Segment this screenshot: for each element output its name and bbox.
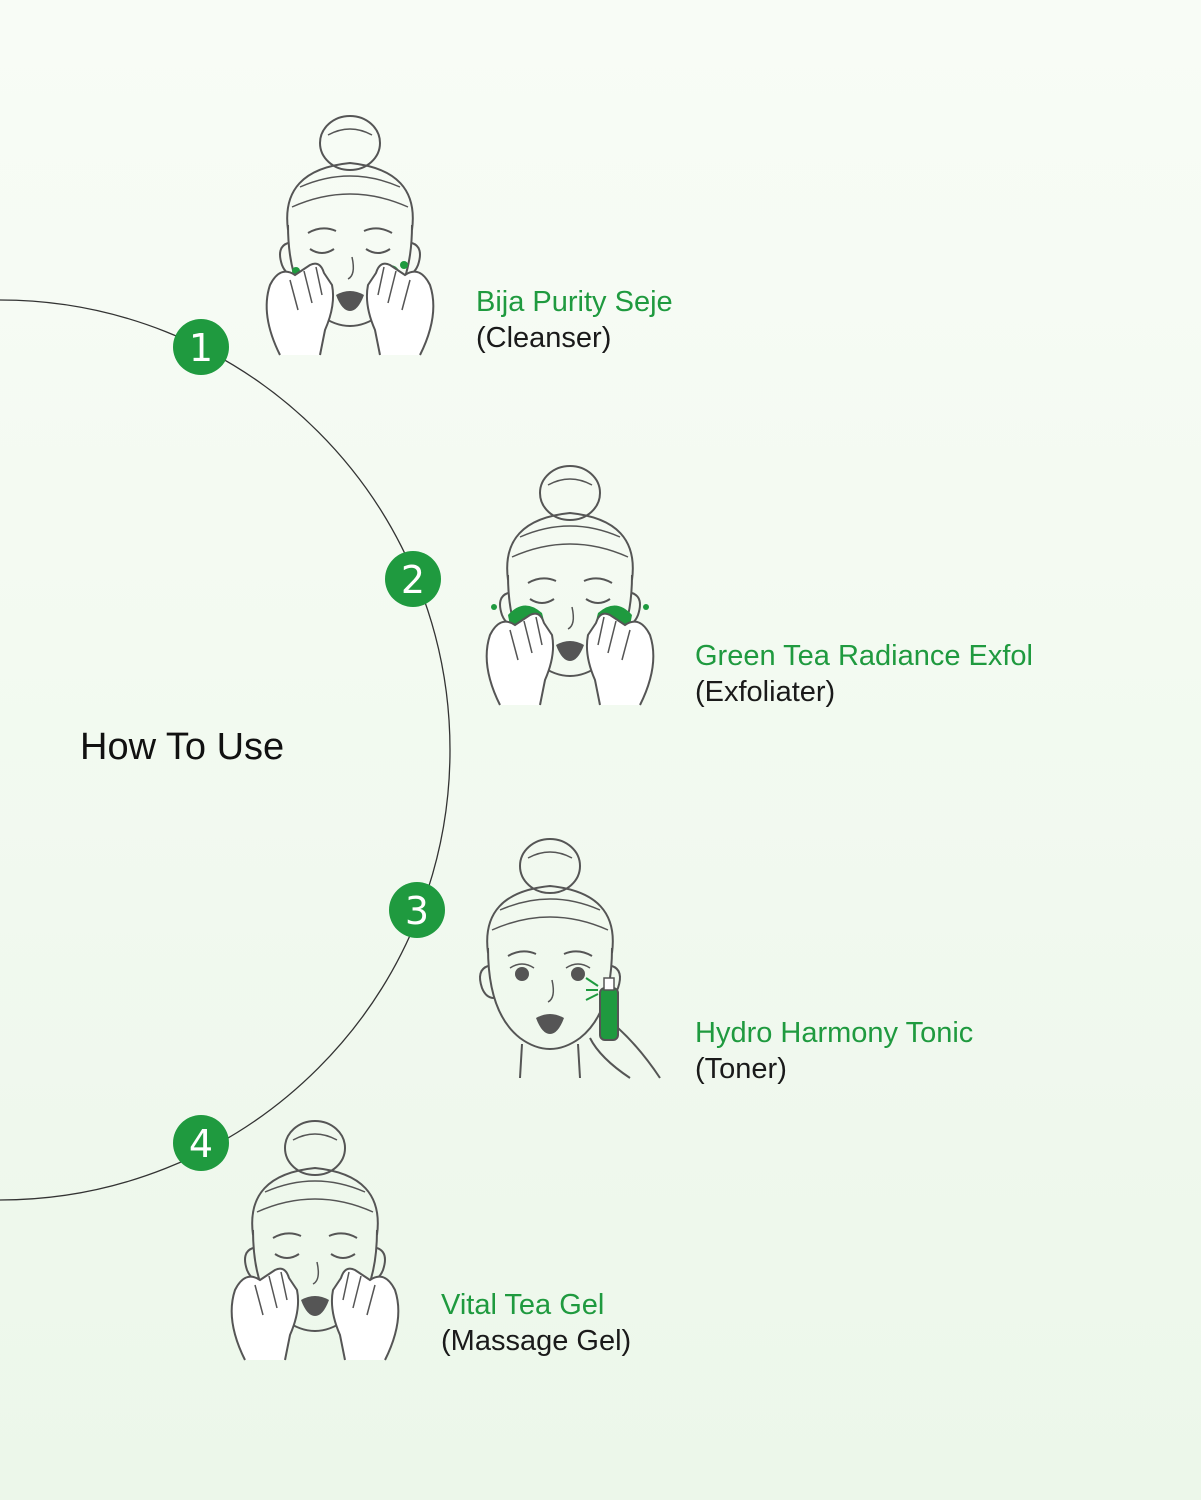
product-name: Vital Tea Gel bbox=[441, 1289, 605, 1321]
product-name: Hydro Harmony Tonic bbox=[695, 1017, 974, 1049]
svg-text:1: 1 bbox=[189, 326, 213, 370]
svg-text:4: 4 bbox=[189, 1122, 213, 1166]
page-title: How To Use bbox=[80, 726, 285, 768]
product-type: (Toner) bbox=[695, 1053, 787, 1085]
product-type: (Massage Gel) bbox=[441, 1325, 632, 1357]
face-massage-icon bbox=[230, 1120, 400, 1361]
face-toner-spray-icon bbox=[479, 838, 661, 1079]
step-2-label: Green Tea Radiance Exfol (Exfoliater) bbox=[695, 638, 1033, 710]
product-name: Bija Purity Seje bbox=[476, 286, 673, 318]
face-cleansing-icon bbox=[265, 115, 435, 356]
step-4-label: Vital Tea Gel (Massage Gel) bbox=[441, 1287, 631, 1359]
product-name: Green Tea Radiance Exfol bbox=[695, 640, 1034, 672]
step-badge-1: 1 bbox=[173, 319, 229, 375]
step-badge-4: 4 bbox=[173, 1115, 229, 1171]
step-3-label: Hydro Harmony Tonic (Toner) bbox=[695, 1015, 973, 1087]
product-type: (Cleanser) bbox=[476, 322, 612, 354]
step-badge-3: 3 bbox=[389, 882, 445, 938]
svg-text:2: 2 bbox=[401, 558, 425, 602]
face-exfoliating-icon bbox=[485, 465, 655, 706]
step-badge-2: 2 bbox=[385, 551, 441, 607]
svg-text:3: 3 bbox=[405, 889, 429, 933]
step-1-label: Bija Purity Seje (Cleanser) bbox=[476, 284, 673, 356]
product-type: (Exfoliater) bbox=[695, 676, 836, 708]
